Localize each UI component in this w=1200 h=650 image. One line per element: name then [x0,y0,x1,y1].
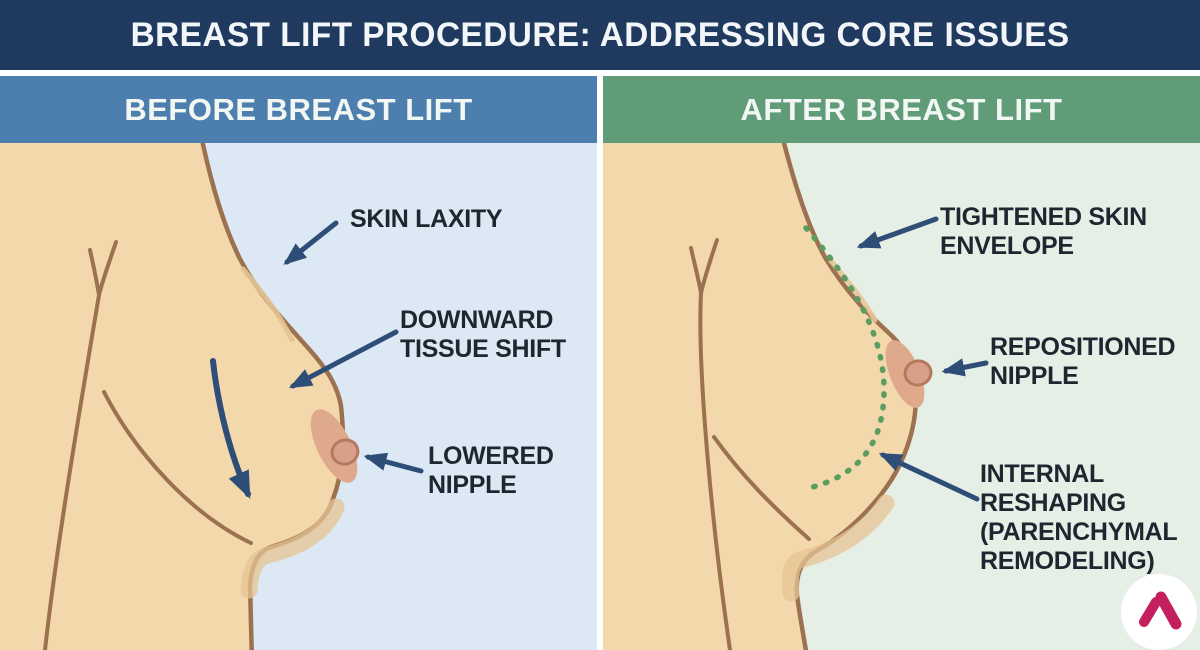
torso-shape [0,143,346,650]
underbreast-shadow [781,494,895,602]
internal-reshaping-dashed-line [803,225,887,491]
skin-laxity-arrow [283,220,339,265]
internal-reshaping-arrow [878,452,980,502]
after-panel: AFTER BREAST LIFT [603,76,1200,650]
before-panel: BEFORE BREAST LIFT [0,76,597,650]
armpit-crease-2 [689,246,703,295]
underbreast-crease [102,390,253,545]
label-internal-reshaping: INTERNAL RESHAPING (PARENCHYMAL REMODELI… [980,460,1178,575]
label-tightened-skin-envelope: TIGHTENED SKIN ENVELOPE [940,203,1147,260]
before-illustration: SKIN LAXITY DOWNWARD TISSUE SHIFT LOWERE… [0,143,597,650]
downward-tissue-shift-arrow [288,329,399,389]
comparison-panels: BEFORE BREAST LIFT [0,70,1200,650]
logo-mark-icon [1139,597,1161,627]
label-downward-tissue-shift: DOWNWARD TISSUE SHIFT [400,306,566,363]
tightened-skin-arrow [856,216,939,249]
underbreast-shadow [240,498,345,599]
label-skin-laxity: SKIN LAXITY [350,205,503,233]
logo-circle [1121,574,1197,650]
logo-mark-icon [1155,591,1182,630]
label-lowered-nipple: LOWERED NIPPLE [428,442,554,499]
before-header: BEFORE BREAST LIFT [0,76,597,143]
after-header-label: AFTER BREAST LIFT [740,91,1063,127]
nipple [330,438,360,466]
before-header-label: BEFORE BREAST LIFT [124,91,473,127]
torso-shape [603,143,919,650]
repositioned-nipple-arrow [941,358,989,377]
brand-logo [1121,574,1197,650]
armpit-crease-2 [88,248,101,297]
after-header: AFTER BREAST LIFT [603,76,1200,143]
lowered-nipple-arrow [363,452,424,474]
after-illustration: TIGHTENED SKIN ENVELOPE REPOSITIONED NIP… [603,143,1200,650]
downward-shift-curved-arrow [210,358,251,500]
nipple [903,359,933,387]
arm-contour [43,293,101,650]
underbreast-crease [712,435,811,541]
breast-highlight [240,266,295,343]
before-breast-diagram [0,143,424,650]
panel-divider [597,76,603,650]
after-breast-diagram [603,143,1197,650]
arm-contour [698,291,732,650]
main-title: BREAST LIFT PROCEDURE: ADDRESSING CORE I… [130,15,1070,54]
title-bar: BREAST LIFT PROCEDURE: ADDRESSING CORE I… [0,0,1200,70]
label-repositioned-nipple: REPOSITIONED NIPPLE [990,333,1176,390]
